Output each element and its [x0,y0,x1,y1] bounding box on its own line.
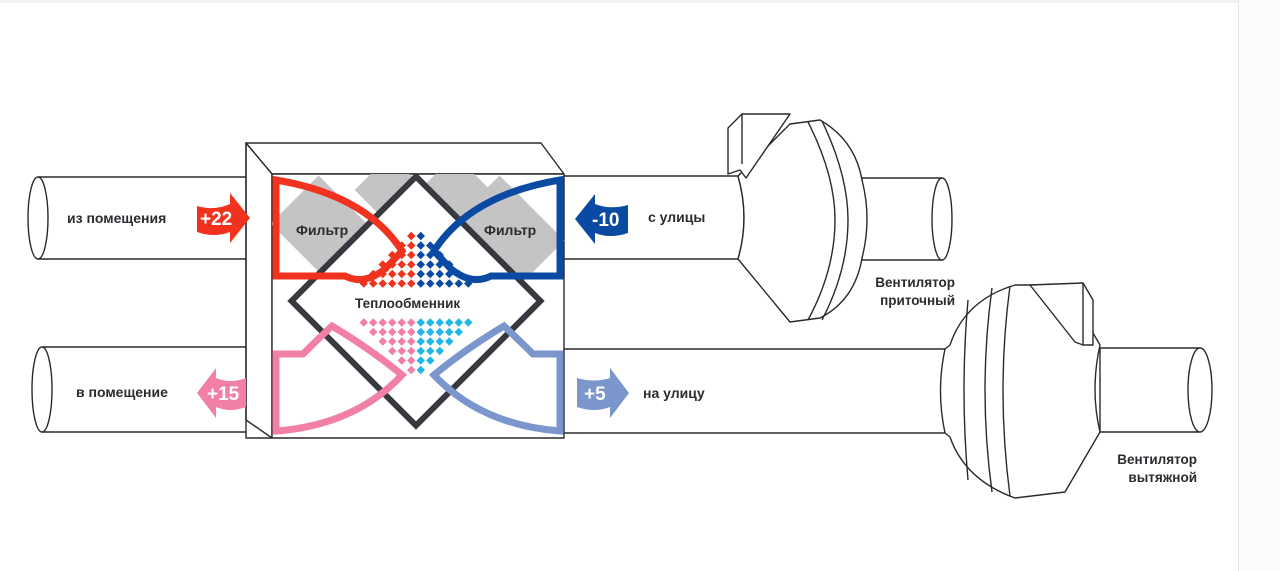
exchanger-dot [426,279,435,288]
exchanger-dot [435,269,444,279]
exchanger-dot [426,269,435,279]
exchanger-dot [397,318,406,327]
heat-exchanger-frame [287,174,545,430]
temp-to-room: +15 [207,384,240,405]
channel-to-room [272,321,408,435]
exchanger-dot [416,269,425,279]
exchanger-dot [388,327,397,337]
exchanger-dot [407,365,416,375]
exchanger-dot [416,356,425,365]
exchanger-dot [407,231,416,241]
exchanger-dot [426,356,435,365]
exchanger-dot [407,337,416,346]
top-border [0,0,1238,3]
exchanger-dot [397,279,406,288]
exchanger-dot [426,260,435,269]
exchanger-dot [426,346,435,356]
exchanger-dot [397,260,406,269]
label-to-room: в помещение [76,384,168,400]
exchanger-dot [416,346,425,356]
exchanger-dot [426,318,435,327]
exchanger-dot [435,327,444,337]
exchanger-dot [397,356,406,365]
exchanger-dot [435,318,444,327]
exchanger-dot [388,279,397,288]
exchanger-dot [407,346,416,356]
label-heat-exchanger: Теплообменник [355,296,460,311]
arrow-to-room: +15 [197,368,246,418]
label-exhaust-fan-1: Вентилятор [1117,452,1197,467]
exchanger-dot [388,337,397,346]
exchanger-dot [426,337,435,346]
temp-from-room: +22 [200,209,232,230]
exchanger-dot [397,327,406,337]
exchanger-dot [416,241,425,250]
exchanger-dot [397,269,406,279]
right-scroll-panel [1238,0,1280,571]
exchanger-dot [416,318,425,327]
exchanger-dot [407,356,416,365]
exchanger-dot [416,337,425,346]
exchanger-dot [435,279,444,288]
exchanger-dot [435,346,444,356]
channel-from-room [272,175,407,284]
exchanger-dot [407,260,416,269]
supply-fan [727,113,953,323]
exchanger-dot [397,346,406,356]
channel-to-street [428,321,564,435]
arrow-to-street: +5 [577,368,629,418]
exchanger-dot [416,250,425,260]
arrow-from-street: -10 [575,194,628,244]
label-supply-fan-2: приточный [880,293,955,308]
temp-from-street: -10 [592,210,619,231]
label-exhaust-fan-2: вытяжной [1128,470,1197,485]
exchanger-dot [445,327,454,337]
exchanger-dot [388,318,397,327]
exchanger-dot [378,318,387,327]
exchanger-dot [369,279,378,288]
exchanger-dot [445,318,454,327]
exchanger-dot [397,337,406,346]
label-filter-left: Фильтр [296,222,348,238]
exchanger-dot [445,337,454,346]
label-from-street: с улицы [648,209,705,225]
exchanger-dot [416,327,425,337]
exchanger-dot [388,346,397,356]
exchanger-dot [454,327,463,337]
exchanger-dot [416,260,425,269]
label-from-room: из помещения [67,210,166,226]
exchanger-dot [416,231,425,241]
label-to-street: на улицу [643,385,705,401]
exchanger-dot [435,337,444,346]
exchanger-dot [407,241,416,250]
exchanger-dot [407,318,416,327]
exchanger-dot [407,250,416,260]
exchanger-dot [416,279,425,288]
label-supply-fan-1: Вентилятор [875,275,955,290]
exchanger-dot [378,337,387,346]
exchanger-dot [445,279,454,288]
exchanger-dot [416,365,425,375]
exchanger-dot [464,318,473,327]
exchanger-dot [407,279,416,288]
exchanger-dot [359,318,368,327]
arrow-from-room: +22 [197,193,250,243]
exchanger-dot [454,318,463,327]
exchanger-dot [369,318,378,327]
exchanger-dot [407,269,416,279]
label-filter-right: Фильтр [484,222,536,238]
exchanger-dot [407,327,416,337]
temp-to-street: +5 [584,384,606,405]
unit-interior [272,174,564,435]
exchanger-dot [378,327,387,337]
exchanger-dot [369,327,378,337]
exhaust-fan [939,282,1213,499]
exchanger-dot [378,279,387,288]
exchanger-dot [454,279,463,288]
exchanger-dot [388,269,397,279]
exchanger-dot [426,327,435,337]
channel-from-street [429,175,564,284]
